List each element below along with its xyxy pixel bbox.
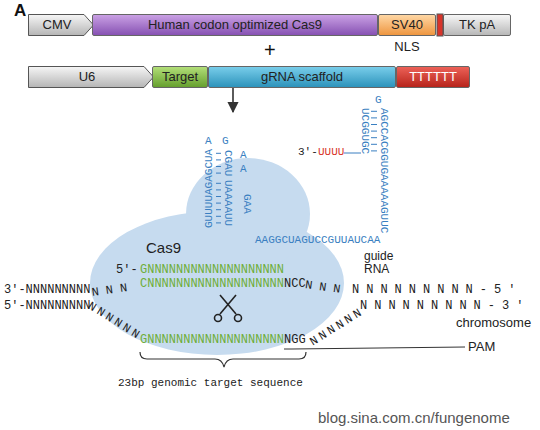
rna-sequence: AGCCACGGUGAAAAAGUUC — [378, 108, 389, 233]
promoter-arrow: U6 — [28, 66, 154, 88]
base-pair-dash — [216, 166, 221, 167]
rna-backbone — [344, 153, 361, 154]
rna-sequence: GAA — [241, 194, 252, 214]
end-label: 3'- — [298, 147, 318, 158]
base-pair-dash — [216, 209, 221, 210]
base-pair-dash — [216, 222, 221, 223]
guide-sequence: GNNNNNNNNNNNNNNNNNNN — [140, 264, 284, 276]
base-pair-dashes — [216, 111, 377, 223]
base-pair-dash — [216, 153, 221, 154]
scissor-blade — [220, 295, 236, 314]
scissor-blade — [220, 295, 236, 314]
base-pair-dash — [216, 196, 221, 197]
plus-sign: + — [264, 40, 276, 60]
box-label: gRNA scaffold — [261, 70, 343, 84]
scissor-ring — [215, 315, 222, 322]
scissor-ring — [235, 315, 242, 322]
box-label: U6 — [79, 70, 96, 84]
box-label: SV40 — [391, 18, 423, 32]
target-bracket — [140, 352, 306, 367]
rna-sequence: AAGGCUAGUCCGUUAUCAA — [255, 235, 380, 246]
target-box: Target — [152, 66, 208, 88]
dna-strand: NNN — [91, 281, 135, 299]
pam-sequence: NGG — [284, 334, 306, 346]
rna-base: A — [205, 136, 212, 147]
gene-box: Human codon optimized Cas9 — [92, 14, 378, 36]
box-label: Cas9 — [146, 240, 181, 257]
base-pair-dash — [371, 137, 377, 138]
base-pair-dash — [371, 117, 377, 118]
protein-outline — [88, 112, 348, 362]
protein-lobe — [186, 158, 310, 270]
scaffold-box: gRNA scaffold — [208, 66, 396, 88]
base-pair-dash — [371, 111, 377, 112]
base-pair-dash — [216, 189, 221, 190]
dna-strand: 3'-NNNNNNNNN — [4, 284, 90, 296]
dna-sequence: GNNNNNNNNNNNNNNNNNNN — [140, 334, 284, 346]
arrow-shape — [29, 67, 154, 88]
part-name: PAM — [468, 340, 495, 353]
cas9-protein: Cas9 — [88, 112, 348, 362]
scissors-symbol — [215, 295, 242, 322]
dna-strand: NNNNNN — [86, 300, 144, 343]
base-pair-dash — [371, 144, 377, 145]
base-pair-dash — [216, 183, 221, 184]
box-label: Target — [162, 70, 198, 84]
base-pair-dash — [216, 159, 221, 160]
end-label: 5'- — [116, 264, 138, 276]
rna-base: G — [222, 136, 229, 147]
watermark: blog.sina.com.cn/fungenome — [318, 410, 510, 425]
box-label: TK pA — [459, 18, 495, 32]
dna-sequence: CNNNNNNNNNNNNNNNNNNN — [140, 278, 284, 290]
box-label: Human codon optimized Cas9 — [148, 18, 322, 32]
box-label: TTTTTT — [409, 70, 457, 84]
dna-sequence: NCC — [284, 278, 306, 290]
rna-sequence: UUUU — [318, 147, 344, 158]
rna-base: A — [240, 164, 247, 175]
promoter-arrow: CMV — [28, 14, 94, 36]
nls-box: SV40NLS — [378, 14, 436, 36]
terminator-box: TTTTTT — [396, 66, 470, 88]
base-pair-dash — [216, 173, 221, 174]
nls-spacer-block — [437, 14, 443, 36]
rna-base: G — [375, 95, 382, 106]
dna-strand: NNNNNNNNN-5' — [352, 284, 522, 296]
dna-strand: 5'-NNNNNNNNN — [4, 300, 90, 312]
box-sublabel: NLS — [379, 40, 435, 54]
rna-base: A — [240, 150, 247, 161]
panel-letter: A — [14, 2, 26, 19]
part-name: chromosome — [456, 316, 531, 329]
pam-underline — [284, 349, 292, 350]
base-pair-dash — [371, 150, 377, 151]
dna-strand: NNNNNNNNN-3' — [360, 300, 530, 312]
base-pair-dash — [216, 203, 221, 204]
base-pair-dash — [216, 216, 221, 217]
arrow-shape — [29, 15, 94, 36]
base-pair-dash — [371, 131, 377, 132]
dna-strand: NNN — [304, 279, 348, 297]
rna-sequence: GUUUUAGAGCUA — [204, 149, 215, 228]
pam-leader-line — [292, 347, 465, 349]
base-pair-dash — [371, 124, 377, 125]
rna-sequence: UCGGUGC — [359, 108, 370, 154]
polya-box: TK pA — [443, 14, 511, 36]
rna-sequence: CGAU — [222, 150, 233, 176]
part-name: guide RNA — [364, 250, 404, 276]
box-label: CMV — [43, 18, 72, 32]
rna-sequence: UAAAAUU — [222, 180, 233, 226]
dna-strand: NNNNNN — [308, 306, 366, 349]
flow-arrow — [232, 88, 234, 112]
dimension-label: 23bp genomic target sequence — [118, 378, 303, 389]
